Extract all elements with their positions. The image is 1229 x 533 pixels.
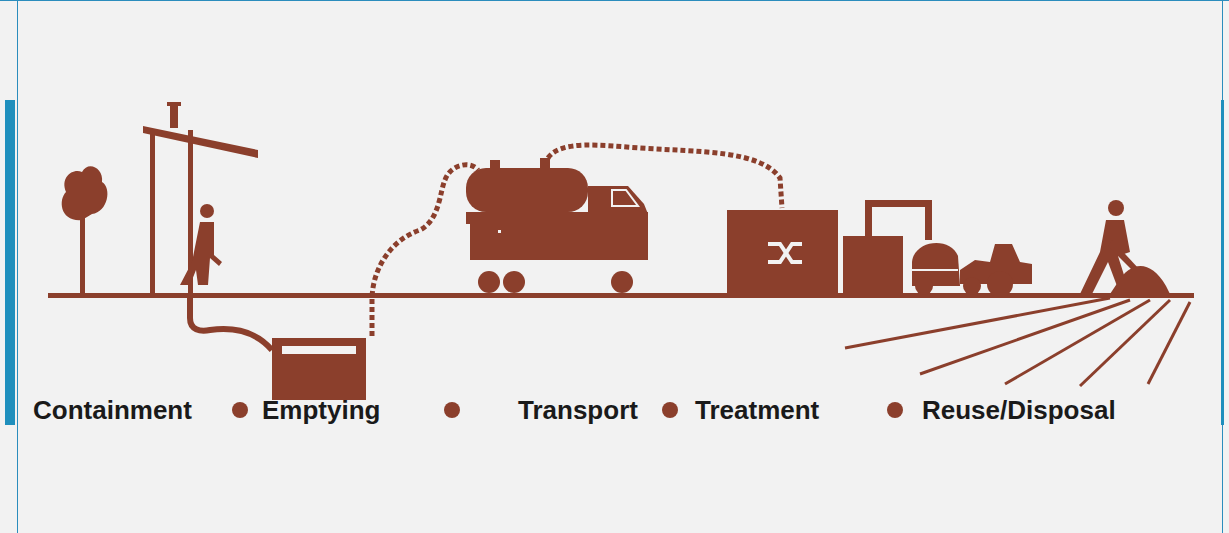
stage-label: Containment — [33, 395, 192, 425]
stage-label: Emptying — [262, 395, 380, 425]
stage-label: Treatment — [695, 395, 819, 425]
stage-label: Reuse/Disposal — [922, 395, 1116, 425]
stage-label: Transport — [518, 395, 638, 425]
